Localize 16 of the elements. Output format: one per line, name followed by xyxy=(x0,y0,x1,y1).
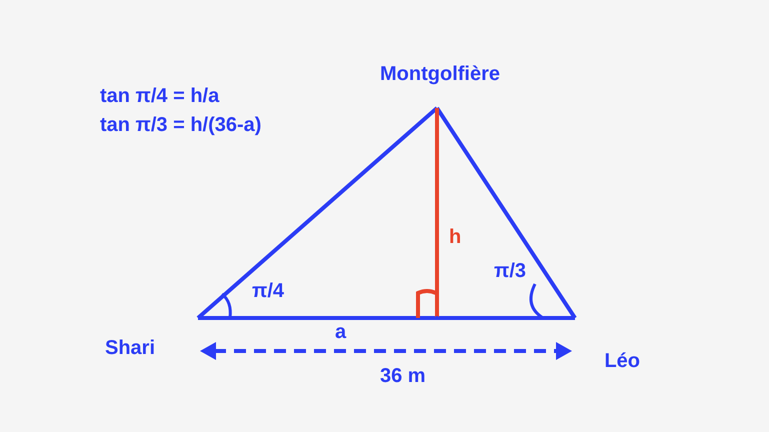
vertex-point xyxy=(435,316,439,320)
formula: tan π/3 = h/(36-a) xyxy=(100,113,262,137)
edge-label: a xyxy=(335,320,346,344)
triangle-side xyxy=(437,316,575,320)
formula: tan π/4 = h/a xyxy=(100,84,220,108)
triangle-side xyxy=(198,316,437,320)
vertex-label: Montgolfière xyxy=(379,62,501,86)
vertex-label: Léo xyxy=(604,349,640,373)
triangle-side xyxy=(435,106,577,320)
angle-label: π/3 xyxy=(494,259,526,283)
vertex-label: Shari xyxy=(105,336,156,360)
edge-label: h xyxy=(449,225,462,249)
dimension-label: 36 m xyxy=(380,364,426,388)
triangle-side xyxy=(435,108,439,318)
angle-label: π/4 xyxy=(252,279,284,303)
triangle-side xyxy=(196,106,438,320)
